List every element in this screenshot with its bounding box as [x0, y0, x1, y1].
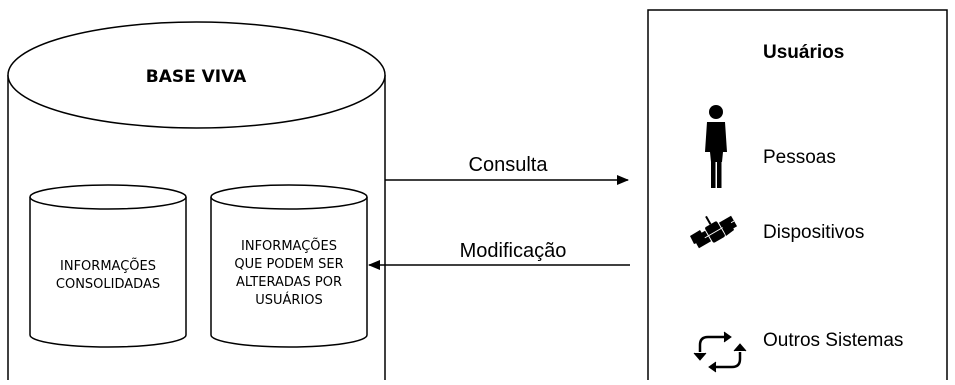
satellite-icon — [690, 215, 738, 249]
consolidated-info-line-2: CONSOLIDADAS — [56, 277, 160, 292]
users-panel: Usuários Pessoas Dispositivos — [647, 9, 948, 380]
editable-info-line-2: QUE PODEM SER — [234, 257, 343, 272]
editable-info-cylinder: INFORMAÇÕES QUE PODEM SER ALTERADAS POR … — [210, 184, 368, 348]
users-item-dispositivos: Dispositivos — [763, 222, 864, 243]
consolidated-info-line-1: INFORMAÇÕES — [60, 258, 156, 274]
users-item-outros-sistemas: Outros Sistemas — [763, 330, 903, 351]
users-item-pessoas: Pessoas — [763, 147, 836, 168]
cycle-arrows-icon — [693, 331, 747, 373]
consulta-label: Consulta — [469, 154, 549, 176]
editable-info-line-3: ALTERADAS POR — [236, 275, 342, 290]
person-icon — [705, 105, 727, 188]
modificacao-label: Modificação — [460, 240, 567, 262]
modificacao-arrow: Modificação — [368, 240, 630, 270]
editable-info-line-1: INFORMAÇÕES — [241, 238, 337, 254]
base-viva-cylinder: BASE VIVA — [7, 21, 386, 380]
base-viva-title: BASE VIVA — [146, 67, 247, 87]
consolidated-info-cylinder: INFORMAÇÕES CONSOLIDADAS — [29, 184, 187, 348]
users-title: Usuários — [763, 42, 844, 63]
editable-info-line-4: USUÁRIOS — [255, 292, 323, 308]
consulta-arrow: Consulta — [385, 154, 629, 185]
